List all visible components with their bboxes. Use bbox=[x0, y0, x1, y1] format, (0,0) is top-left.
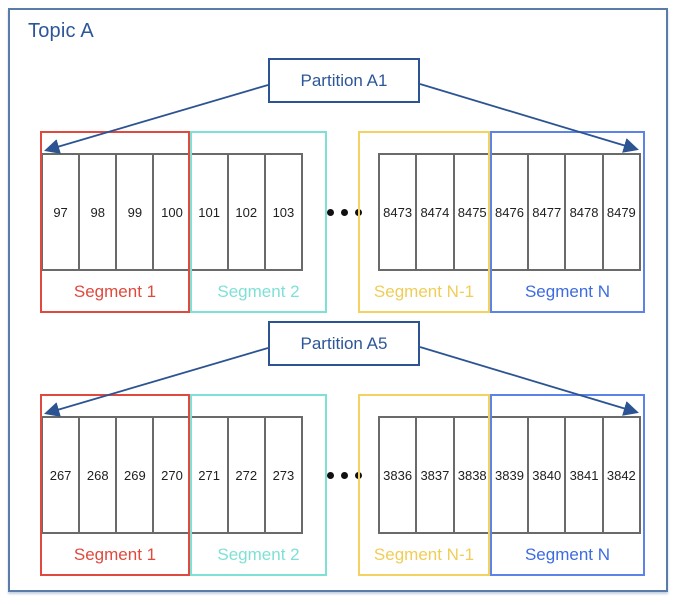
offset-cell: 3836 bbox=[380, 418, 418, 532]
offset-cell: 3841 bbox=[566, 418, 604, 532]
offset-cell: 99 bbox=[117, 155, 155, 269]
offset-cell: 8478 bbox=[566, 155, 604, 269]
ellipsis-icon bbox=[327, 472, 334, 479]
segment-label: Segment N-1 bbox=[373, 282, 475, 301]
offset-cell: 3839 bbox=[491, 418, 530, 532]
partition-label-box: Partition A5 bbox=[268, 321, 420, 366]
segment-label: Segment N-1 bbox=[373, 545, 475, 564]
ellipsis-icon bbox=[341, 209, 348, 216]
offset-cell: 3838 bbox=[454, 418, 492, 532]
segment-label: Segment N bbox=[524, 545, 611, 564]
offset-cell: 271 bbox=[191, 418, 229, 532]
offset-cell: 8473 bbox=[380, 155, 418, 269]
offset-cell: 8477 bbox=[529, 155, 567, 269]
segment-label: Segment 1 bbox=[73, 282, 157, 301]
ellipsis-icon bbox=[327, 209, 334, 216]
offset-cell: 272 bbox=[228, 418, 266, 532]
offset-cell: 268 bbox=[80, 418, 118, 532]
topic-title: Topic A bbox=[28, 20, 94, 42]
offset-cell: 8476 bbox=[491, 155, 530, 269]
offset-cell: 97 bbox=[43, 155, 81, 269]
segment-label: Segment 2 bbox=[217, 545, 300, 564]
segment-label: Segment N bbox=[524, 282, 611, 301]
offset-cell: 103 bbox=[265, 155, 301, 269]
segment-label: Segment 1 bbox=[73, 545, 157, 564]
offset-cell: 98 bbox=[80, 155, 118, 269]
offset-cell: 8475 bbox=[454, 155, 492, 269]
partition-label-box: Partition A1 bbox=[268, 58, 420, 103]
offset-cell: 8474 bbox=[417, 155, 455, 269]
offset-cell: 8479 bbox=[603, 155, 639, 269]
offset-cell: 3840 bbox=[529, 418, 567, 532]
offset-cell: 269 bbox=[117, 418, 155, 532]
offset-cell: 102 bbox=[228, 155, 266, 269]
offset-cell: 3842 bbox=[603, 418, 639, 532]
segment-label: Segment 2 bbox=[217, 282, 300, 301]
offset-cell: 101 bbox=[191, 155, 229, 269]
offset-cell: 3837 bbox=[417, 418, 455, 532]
offset-cell: 267 bbox=[43, 418, 81, 532]
ellipsis-icon bbox=[341, 472, 348, 479]
offset-cell: 273 bbox=[265, 418, 301, 532]
